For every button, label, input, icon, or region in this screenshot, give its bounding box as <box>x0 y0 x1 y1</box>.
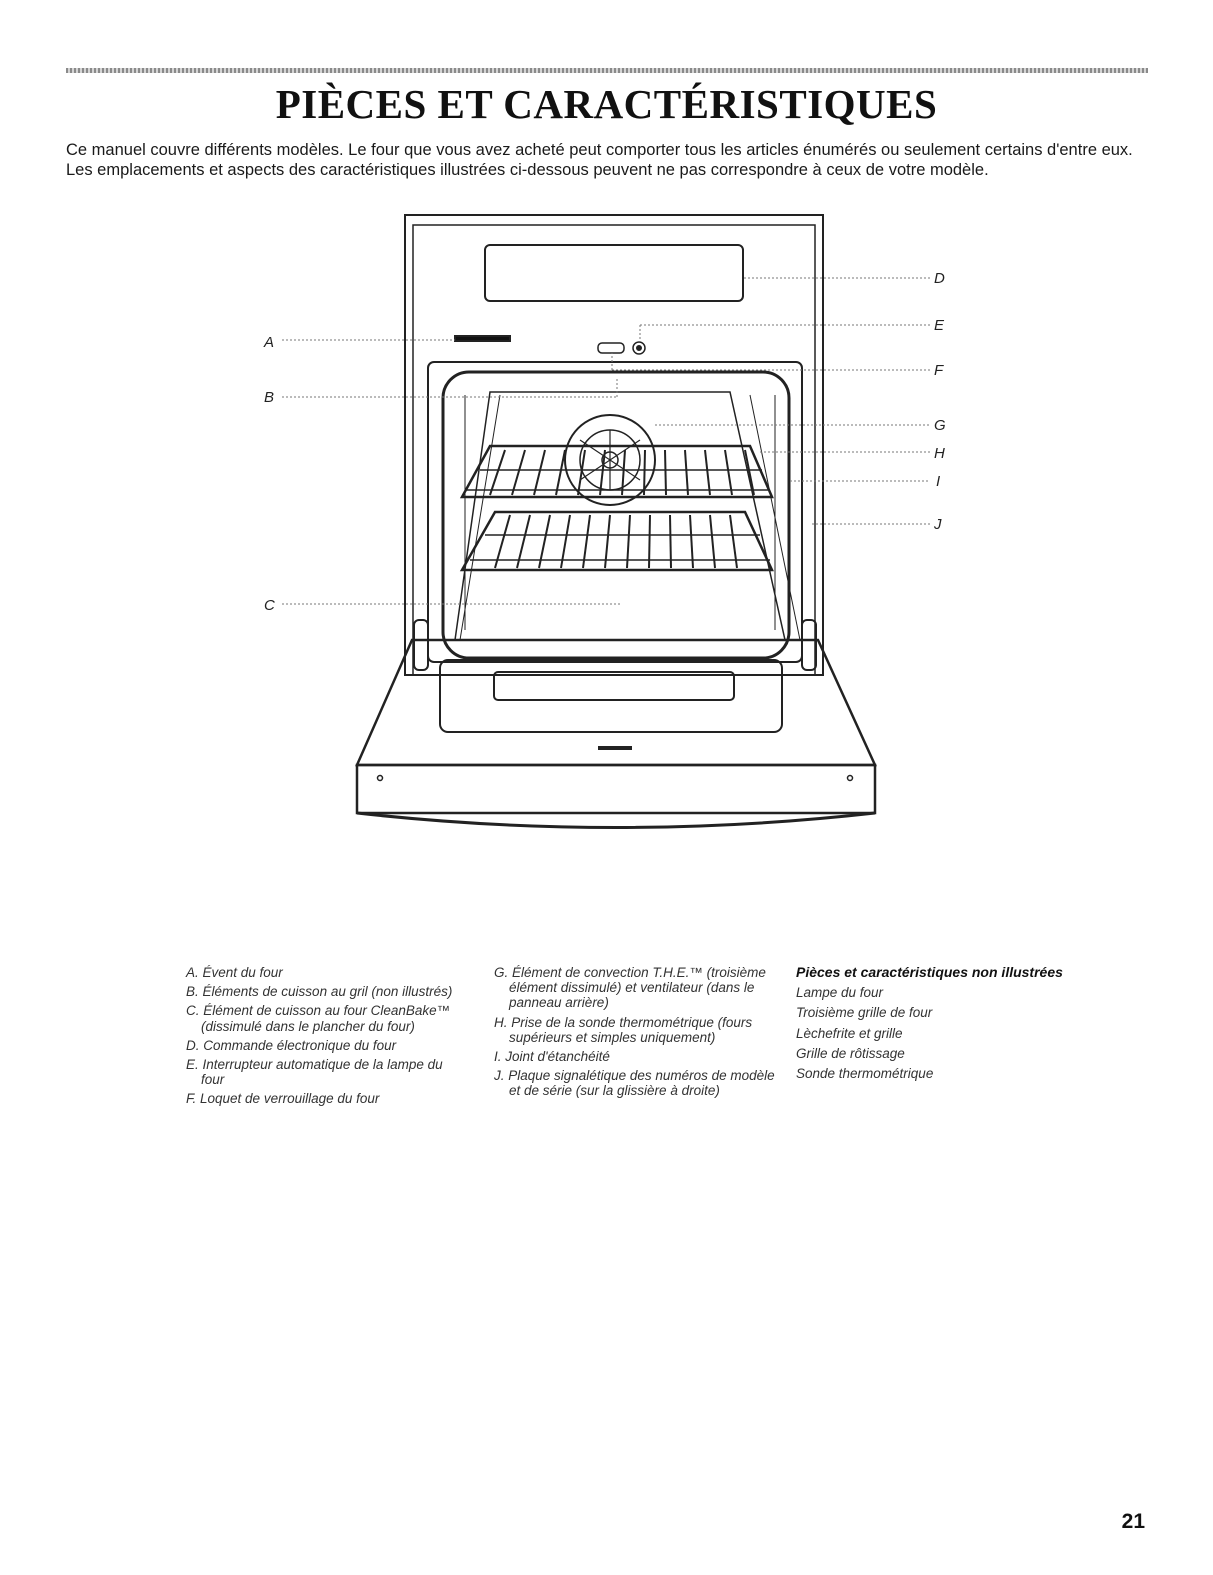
right-hinge <box>801 619 817 671</box>
callout-e: E <box>934 317 945 334</box>
legend-item: Lèchefrite et grille <box>796 1025 903 1041</box>
page-title: PIÈCES ET CARACTÉRISTIQUES <box>275 81 938 127</box>
cavity-back-wall <box>454 391 786 641</box>
callout-h: H <box>934 445 945 462</box>
callout-j: J <box>933 516 942 533</box>
oven-diagram: A B C D E F G H I J <box>240 205 970 855</box>
oven-vent <box>454 335 511 342</box>
cabinet-inner-frame <box>412 224 816 676</box>
legend-item: B. Éléments de cuisson au gril (non illu… <box>186 984 453 1000</box>
lower-rack <box>459 510 774 572</box>
legend-column-3: Pièces et caractéristiques non illustrée… <box>796 964 1136 1086</box>
legend-item: A. Évent du four <box>186 965 283 980</box>
door-gasket <box>441 370 791 660</box>
leader-lines <box>282 277 930 605</box>
callout-c: C <box>264 597 275 614</box>
legend-column-1: A. Évent du four B. Éléments de cuisson … <box>186 965 456 1111</box>
page-number: 21 <box>1121 1510 1145 1533</box>
oven-illustration: A B C D E F G H I J <box>263 214 946 829</box>
door-latch <box>597 341 646 355</box>
legend-item: H. Prise de la sonde thermométrique (fou… <box>494 1014 753 1045</box>
left-hinge <box>413 619 429 671</box>
callout-f: F <box>934 362 944 379</box>
legend-item: I. Joint d'étanchéité <box>494 1049 610 1065</box>
legend-item: F. Loquet de verrouillage du four <box>186 1091 380 1107</box>
legend-item: Sonde thermométrique <box>796 1066 934 1082</box>
callout-i: I <box>936 473 940 490</box>
legend-item: Troisième grille de four <box>796 1005 933 1021</box>
oven-door <box>355 638 877 829</box>
callout-a: A <box>263 334 274 351</box>
legend-item: Grille de rôtissage <box>796 1045 905 1061</box>
intro-paragraph: Ce manuel couvre différents modèles. Le … <box>66 141 1133 179</box>
legend-item: D. Commande électronique du four <box>186 1037 397 1053</box>
oven-cavity <box>427 361 803 663</box>
top-rule <box>66 68 1148 73</box>
callout-g: G <box>934 417 946 434</box>
control-display <box>484 244 744 302</box>
callout-b: B <box>264 389 274 406</box>
legend-item: G. Élément de convection T.H.E.™ (troisi… <box>494 965 766 1011</box>
legend-column-2: G. Élément de convection T.H.E.™ (troisi… <box>494 965 784 1103</box>
legend-item: E. Interrupteur automatique de la lampe … <box>186 1057 443 1088</box>
legend-heading: Pièces et caractéristiques non illustrée… <box>796 964 1063 980</box>
legend-item: Lampe du four <box>796 985 884 1001</box>
legend-item: C. Élément de cuisson au four CleanBake™… <box>186 1003 451 1034</box>
callout-d: D <box>934 270 945 287</box>
legend-item: J. Plaque signalétique des numéros de mo… <box>494 1068 775 1099</box>
convection-fan <box>564 414 656 506</box>
upper-rack <box>459 444 774 499</box>
